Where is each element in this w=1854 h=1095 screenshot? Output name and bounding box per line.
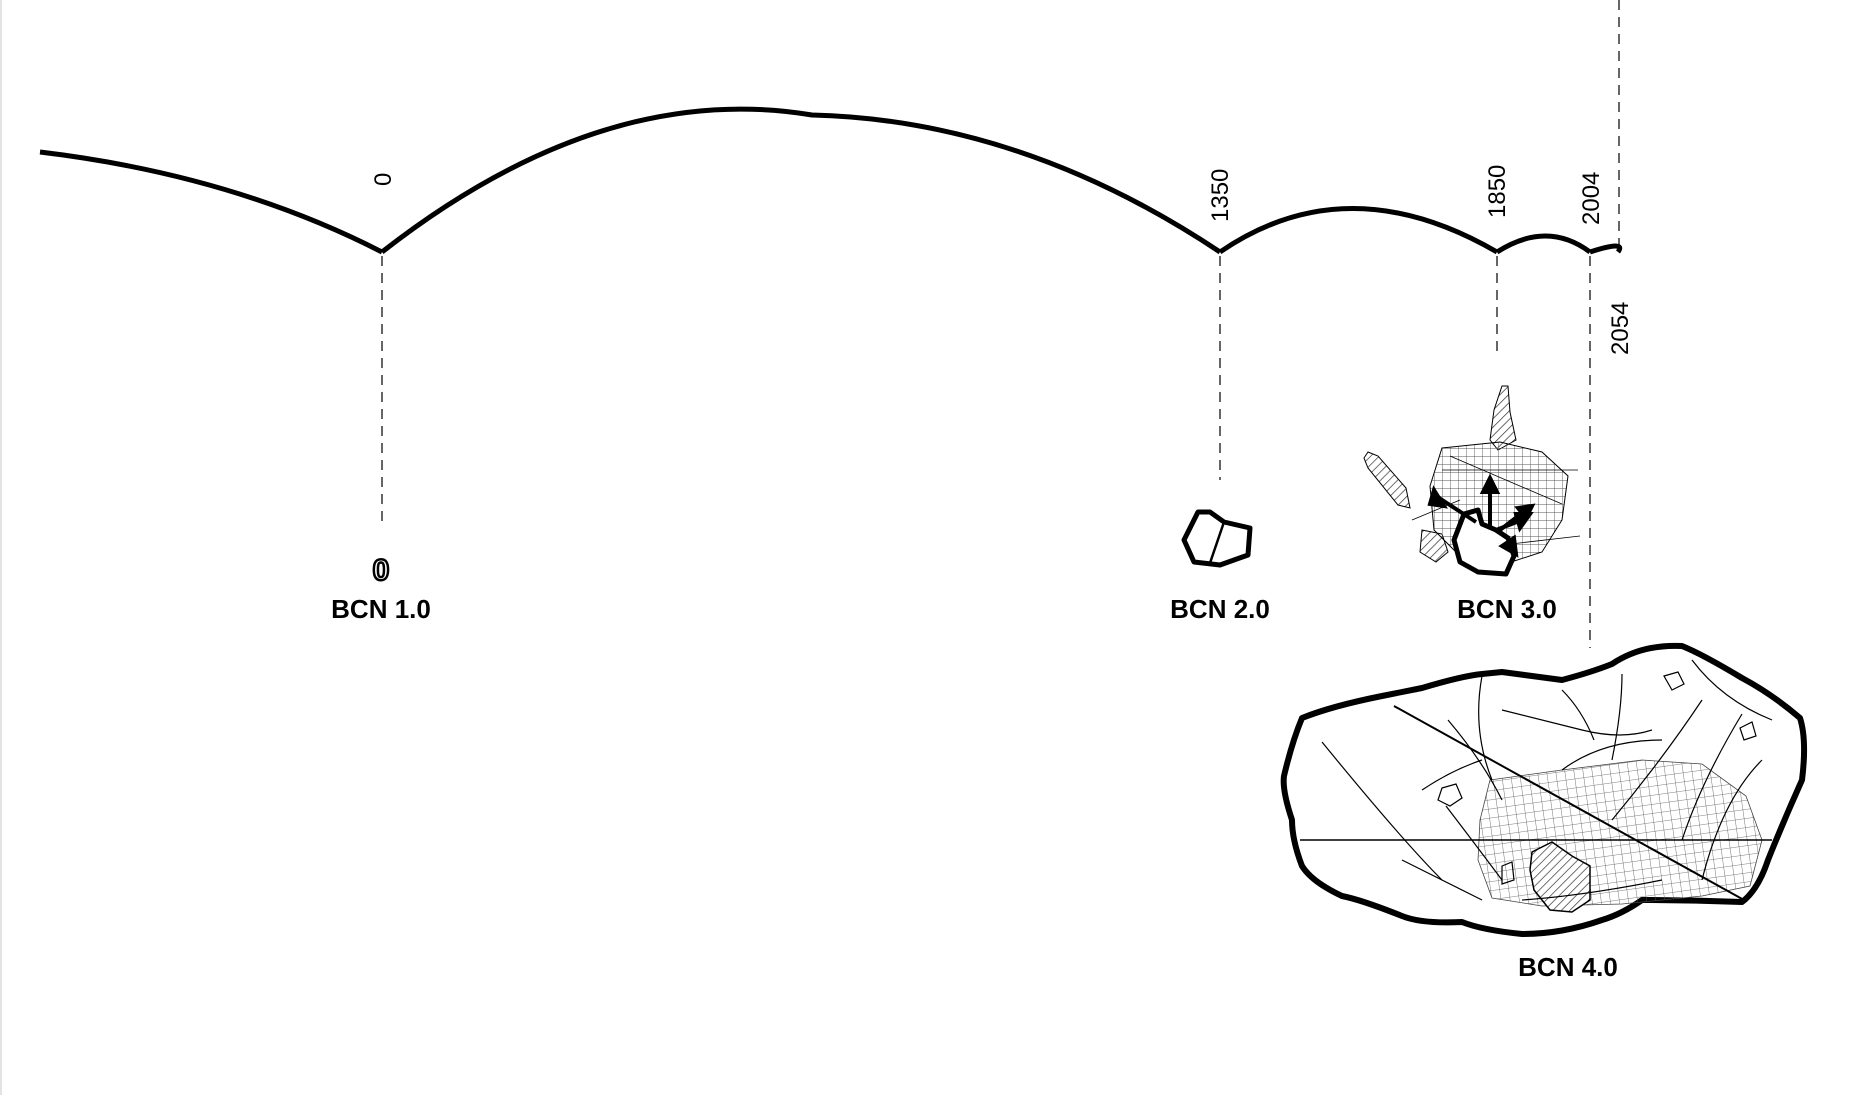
stage-label-bcn-2: BCN 2.0 bbox=[1170, 594, 1270, 624]
timeline-curve bbox=[39, 106, 1623, 255]
stage-bcn-2: BCN 2.0 bbox=[1170, 509, 1270, 624]
stage-bcn-4: BCN 4.0 bbox=[1280, 642, 1808, 982]
arc-era-2 bbox=[1218, 206, 1499, 255]
year-label-1850: 1850 bbox=[1484, 165, 1511, 218]
stage-label-bcn-3: BCN 3.0 bbox=[1457, 594, 1557, 624]
stage-marker-zero: 0 bbox=[373, 554, 390, 587]
guide-lines bbox=[381, 0, 1620, 648]
arc-prehistory bbox=[39, 149, 384, 255]
city-map-bcn-3 bbox=[1363, 385, 1581, 577]
city-map-bcn-4 bbox=[1280, 642, 1808, 937]
year-label-2004: 2004 bbox=[1578, 172, 1605, 225]
road-network bbox=[1321, 659, 1773, 901]
arc-era-4 bbox=[1589, 243, 1623, 255]
stage-label-bcn-1: BCN 1.0 bbox=[331, 594, 431, 624]
year-label-2054: 2054 bbox=[1607, 302, 1634, 355]
expansion-arrows bbox=[1427, 473, 1536, 558]
arc-era-1 bbox=[380, 106, 1222, 255]
year-label-0: 0 bbox=[370, 173, 397, 186]
year-label-1350: 1350 bbox=[1207, 169, 1234, 222]
arc-era-3 bbox=[1495, 233, 1592, 255]
city-outline-bcn-2 bbox=[1181, 509, 1253, 568]
stage-label-bcn-4: BCN 4.0 bbox=[1518, 952, 1618, 982]
stage-bcn-1: 0 BCN 1.0 bbox=[331, 553, 431, 624]
stage-bcn-3: BCN 3.0 bbox=[1363, 385, 1581, 624]
year-labels: 0 1350 1850 2004 2054 bbox=[370, 165, 1634, 355]
